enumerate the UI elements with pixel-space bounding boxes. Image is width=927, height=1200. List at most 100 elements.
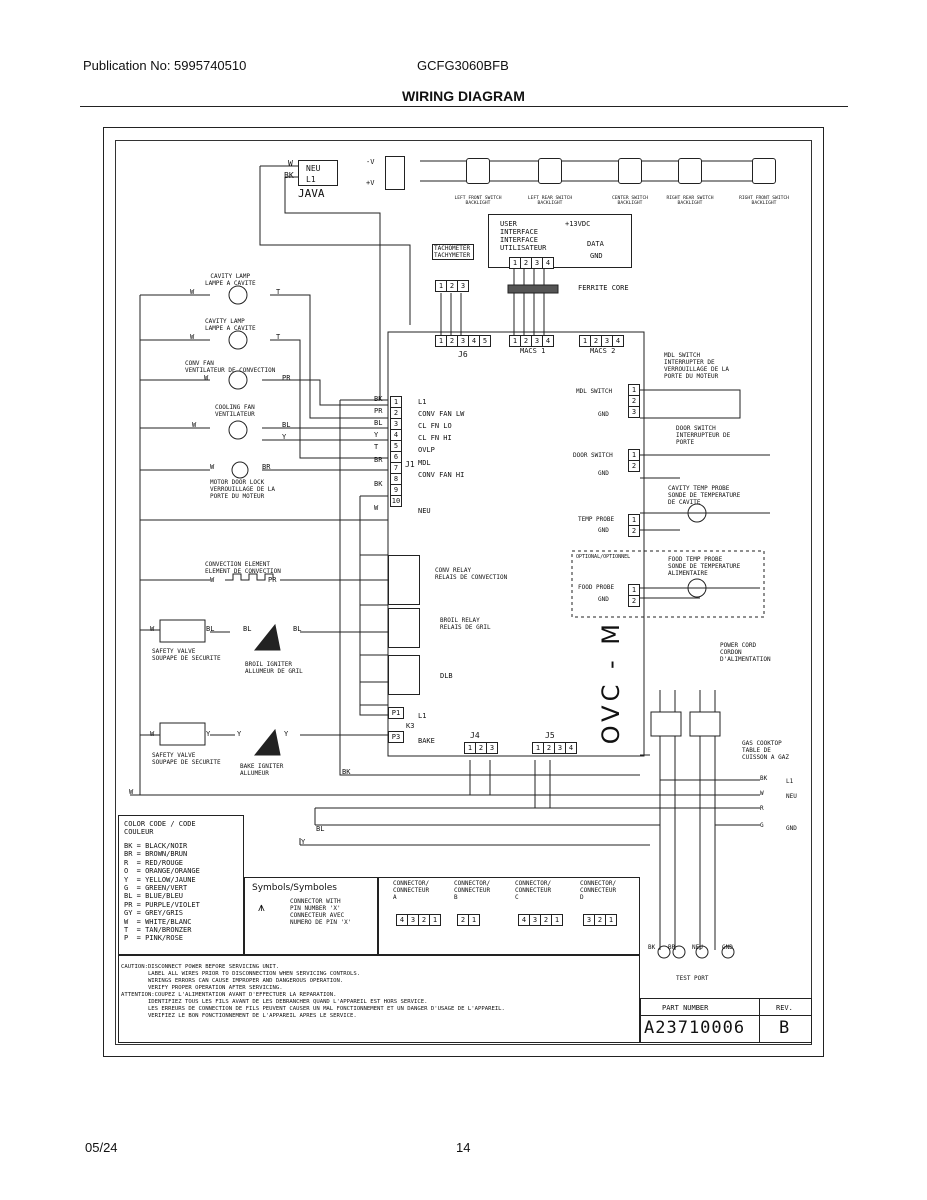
ui-pins: 1 2 3 4 [509, 257, 554, 269]
j5-pin: 1 [532, 742, 544, 754]
connector-legend-pin: 3 [583, 914, 595, 926]
connector-legend-pin: 1 [468, 914, 480, 926]
footer-date: 05/24 [85, 1140, 118, 1155]
j2-pins: 1 2 [628, 584, 640, 607]
tachometer-box [432, 244, 474, 260]
java-wire-bk: BK [284, 171, 294, 180]
j1-wire-letter: W [374, 503, 379, 512]
k3-pin: P1 [388, 707, 404, 719]
java-connector [298, 160, 338, 186]
fan-icon [229, 421, 247, 439]
j7-pin: 1 [628, 449, 640, 461]
broil-relay [388, 608, 420, 648]
rev-label: REV. [776, 1004, 793, 1012]
k3-pin: P3 [388, 731, 404, 743]
j4-pin: 1 [464, 742, 476, 754]
wire-color-letter: W [190, 333, 195, 341]
backlight-icon [466, 158, 490, 184]
java-label: JAVA [298, 187, 325, 200]
color-code-box [118, 815, 244, 955]
wire-color-letter: Y [282, 433, 287, 441]
gas-wire-letter: R [760, 805, 764, 812]
j1-name: J1 [405, 460, 415, 469]
diagram-frame [103, 127, 824, 1057]
terminal-icon [658, 946, 670, 958]
gas-wire-letter: W [760, 790, 764, 797]
connector-symbol-icon: ⩚ [258, 900, 265, 914]
page-title: WIRING DIAGRAM [402, 88, 525, 104]
door-switch-title: DOOR SWITCH INTERRUPTEUR DE PORTE [676, 425, 731, 446]
j1-wire-letter: T [374, 443, 379, 452]
ui-pin: 2 [520, 257, 532, 269]
wire-color-letter: PR [268, 576, 277, 584]
k3-pins: P1 P3 [388, 707, 404, 743]
gas-wire-letter: BK [760, 775, 768, 782]
wire-color-letter: BL [293, 625, 302, 633]
wire-color-letter: BL [316, 825, 325, 833]
j1-wire-letter: BR [374, 455, 383, 464]
ui-13vdc: +13VDC [565, 220, 591, 228]
conv-fan-label: CONV FAN VENTILATEUR DE CONVECTION [185, 360, 276, 374]
backlight-label: RIGHT REAR SWITCH BACKLIGHT [666, 196, 714, 206]
terminal-icon [673, 946, 685, 958]
wire-color-letter: Y [301, 838, 306, 846]
publication-number: Publication No: 5995740510 [83, 58, 247, 73]
j3-gnd: GND [598, 527, 609, 534]
macs1-pins: 1 2 3 4 [509, 335, 554, 347]
backlight-label: RIGHT FRONT SWITCH BACKLIGHT [739, 196, 789, 206]
fan-icon [229, 371, 247, 389]
wire-color-letter: BK [342, 768, 351, 776]
connector-legend-pin: 1 [551, 914, 563, 926]
wire-color-letter: W [150, 730, 155, 738]
wire-color-letter: W [190, 288, 195, 296]
backlight-connector [385, 156, 405, 190]
power-cord-title: POWER CORD CORDON D'ALIMENTATION [720, 642, 771, 663]
j7-door: DOOR SWITCH [573, 452, 613, 459]
j6-pin: 1 [435, 335, 447, 347]
color-code-list: BK = BLACK/NOIR BR = BROWN/BRUN R = RED/… [124, 842, 200, 943]
wire-color-letter: W [150, 625, 155, 633]
j8-pins: 1 2 3 [628, 384, 640, 418]
conv-relay-label: CONV RELAY RELAIS DE CONVECTION [435, 567, 508, 581]
temp-probe-icon [688, 504, 706, 522]
dlb-relay [388, 655, 420, 695]
j8-gnd: GND [598, 411, 609, 418]
k3-label-l1: L1 [418, 712, 427, 720]
wire-color-letter: T [276, 333, 281, 341]
wire-color-letter: PR [282, 374, 291, 382]
backlight-label: CENTER SWITCH BACKLIGHT [612, 196, 648, 206]
terminal-icon [722, 946, 734, 958]
optional-label: OPTIONAL/OPTIONNEL [576, 554, 631, 560]
valve-icon [160, 620, 205, 642]
j4-name: J4 [470, 731, 480, 740]
j5-pin: 3 [554, 742, 566, 754]
j6-pins: 1 2 3 4 5 [435, 335, 491, 347]
test-port-label: TEST PORT [676, 975, 709, 982]
caution-box [118, 955, 640, 1043]
backlight-label: LEFT REAR SWITCH BACKLIGHT [527, 196, 573, 206]
java-pin-neu: NEU [306, 164, 321, 173]
terminal-icon [696, 946, 708, 958]
wire-color-letter: W [129, 788, 134, 796]
lamp-icon [229, 331, 247, 349]
broil-relay-label: BROIL RELAY RELAIS DE GRIL [440, 617, 491, 631]
macs2-pin: 4 [612, 335, 624, 347]
wire-color-letter: BL [206, 625, 215, 633]
j1-wire-letter: BK [374, 395, 383, 403]
cavity-lamp-1-label: CAVITY LAMP LAMPE A CAVITE [205, 273, 256, 287]
valve-icon [160, 723, 205, 745]
backlight-icon [538, 158, 562, 184]
conv-element-label: CONVECTION ELEMENT ELEMENT DE CONVECTION [205, 561, 281, 575]
wire-color-letter: W [210, 463, 215, 471]
ferrite-core-label: FERRITE CORE [578, 284, 629, 292]
terminal-label: GND [722, 944, 733, 951]
caution-text: CAUTION:DISCONNECT POWER BEFORE SERVICIN… [121, 964, 505, 1019]
j1-wire-letter: BK [374, 479, 383, 488]
cavity-probe-title: CAVITY TEMP PROBE SONDE DE TEMPERATURE D… [668, 485, 741, 506]
ui-gnd: GND [590, 252, 603, 260]
j2-pin: 2 [628, 595, 640, 607]
k3-label-bake: BAKE [418, 737, 435, 745]
